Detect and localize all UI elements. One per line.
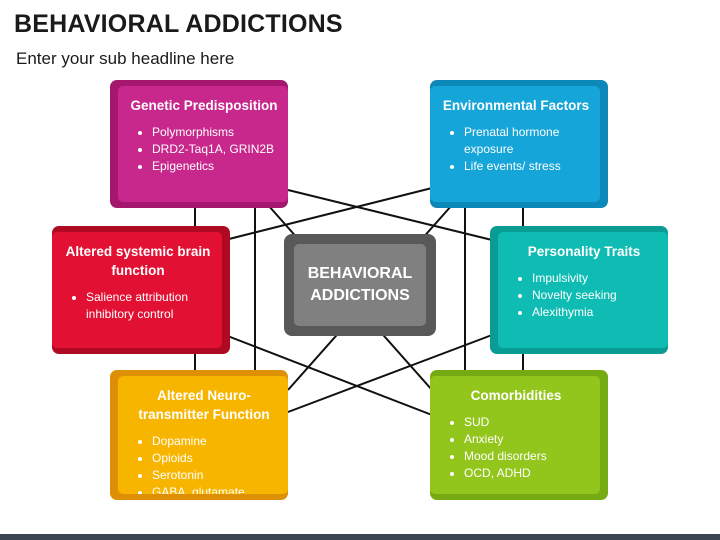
altered-brain-heading: Altered systemic brain function — [65, 244, 211, 278]
personality-list: Impulsivity Novelty seeking Alexithymia — [510, 270, 658, 321]
list-item: Epigenetics — [152, 158, 278, 175]
genetic-predisposition-card: Genetic Predisposition Polymorphisms DRD… — [110, 80, 288, 208]
card-body: Altered systemic brain function Salience… — [52, 232, 222, 348]
page-title: BEHAVIORAL ADDICTIONS — [14, 10, 343, 38]
environmental-list: Prenatal hormone exposure Life events/ s… — [442, 124, 590, 175]
bottom-bar — [0, 534, 720, 540]
list-item: SUD — [464, 414, 590, 431]
list-item: Dopamine — [152, 433, 278, 450]
list-item: Salience attribution inhibitory control — [86, 289, 212, 323]
connector-line — [287, 334, 493, 413]
connector-line — [287, 189, 493, 241]
comorbidities-heading: Comorbidities — [470, 388, 562, 403]
altered-brain-list: Salience attribution inhibitory control — [64, 289, 212, 323]
neurotransmitter-function-card: Altered Neuro-transmitter Function Dopam… — [110, 370, 288, 500]
genetic-list: Polymorphisms DRD2-Taq1A, GRIN2B Epigene… — [130, 124, 278, 175]
list-item: Life events/ stress — [464, 158, 590, 175]
list-item: GABA, glutamate — [152, 484, 278, 494]
environmental-factors-card: Environmental Factors Prenatal hormone e… — [430, 80, 608, 208]
list-item: Anxiety — [464, 431, 590, 448]
list-item: Novelty seeking — [532, 287, 658, 304]
card-body: Personality Traits Impulsivity Novelty s… — [498, 232, 668, 348]
personality-heading: Personality Traits — [527, 244, 641, 259]
connector-line — [224, 187, 433, 241]
list-item: Mood disorders — [464, 448, 590, 465]
comorbidities-card: Comorbidities SUD Anxiety Mood disorders… — [430, 370, 608, 500]
list-item: Prenatal hormone exposure — [464, 124, 590, 158]
environmental-heading: Environmental Factors — [442, 98, 590, 113]
card-body: Comorbidities SUD Anxiety Mood disorders… — [430, 376, 600, 494]
list-item: Polymorphisms — [152, 124, 278, 141]
center-box: BEHAVIORAL ADDICTIONS — [284, 234, 436, 336]
list-item: OCD, ADHD — [464, 465, 590, 482]
personality-traits-card: Personality Traits Impulsivity Novelty s… — [490, 226, 668, 354]
neurotransmitter-list: Dopamine Opioids Serotonin GABA, glutama… — [130, 433, 278, 494]
center-label: BEHAVIORAL ADDICTIONS — [294, 244, 426, 326]
list-item: Impulsivity — [532, 270, 658, 287]
card-body: Altered Neuro-transmitter Function Dopam… — [118, 376, 288, 494]
list-item: DRD2-Taq1A, GRIN2B — [152, 141, 278, 158]
comorbidities-list: SUD Anxiety Mood disorders OCD, ADHD — [442, 414, 590, 482]
page-subtitle: Enter your sub headline here — [16, 49, 235, 68]
neurotransmitter-heading: Altered Neuro-transmitter Function — [138, 388, 270, 422]
genetic-heading: Genetic Predisposition — [130, 98, 278, 113]
connector-line — [224, 334, 433, 416]
card-body: Genetic Predisposition Polymorphisms DRD… — [118, 86, 288, 202]
altered-brain-function-card: Altered systemic brain function Salience… — [52, 226, 230, 354]
list-item: Alexithymia — [532, 304, 658, 321]
list-item: Serotonin — [152, 467, 278, 484]
list-item: Opioids — [152, 450, 278, 467]
card-body: Environmental Factors Prenatal hormone e… — [430, 86, 600, 202]
